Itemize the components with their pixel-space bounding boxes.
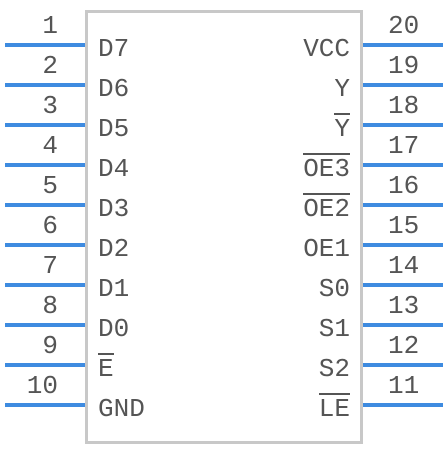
pin-line-12 [363,363,443,367]
pin-label-5: D3 [98,194,130,224]
pin-overbar-16 [303,193,350,195]
pin-label-17: OE3 [303,154,350,184]
pin-line-4 [5,163,85,167]
pin-line-15 [363,243,443,247]
pin-label-16: OE2 [303,194,350,224]
pin-line-19 [363,83,443,87]
pin-overbar-17 [303,153,350,155]
pin-number-6: 6 [42,211,58,241]
pin-line-5 [5,203,85,207]
pin-label-18: Y [334,114,350,144]
pin-number-19: 19 [388,51,420,81]
pin-number-4: 4 [42,131,58,161]
pin-label-13: S1 [318,314,350,344]
pin-label-4: D4 [98,154,130,184]
pin-line-16 [363,203,443,207]
pin-overbar-11 [318,393,350,395]
pin-label-7: D1 [98,274,130,304]
pin-label-9: E [98,354,114,384]
ic-package-body [85,10,363,444]
pin-line-18 [363,123,443,127]
pin-number-5: 5 [42,171,58,201]
pin-number-3: 3 [42,91,58,121]
pin-line-2 [5,83,85,87]
pin-line-14 [363,283,443,287]
pin-number-20: 20 [388,11,420,41]
pin-label-11: LE [318,394,350,424]
pin-label-14: S0 [318,274,350,304]
pin-number-11: 11 [388,371,420,401]
pin-label-2: D6 [98,74,130,104]
pin-line-3 [5,123,85,127]
pin-number-2: 2 [42,51,58,81]
pin-label-19: Y [334,74,350,104]
pin-number-8: 8 [42,291,58,321]
pin-label-10: GND [98,394,145,424]
pin-label-1: D7 [98,34,130,64]
pin-line-13 [363,323,443,327]
pin-overbar-9 [98,353,114,355]
pin-line-11 [363,403,443,407]
pin-line-17 [363,163,443,167]
pin-line-6 [5,243,85,247]
pin-number-1: 1 [42,11,58,41]
pin-label-6: D2 [98,234,130,264]
pin-number-15: 15 [388,211,420,241]
pin-number-13: 13 [388,291,420,321]
pin-number-18: 18 [388,91,420,121]
pin-label-20: VCC [303,34,350,64]
pin-line-8 [5,323,85,327]
pin-line-7 [5,283,85,287]
pin-label-3: D5 [98,114,130,144]
pin-number-7: 7 [42,251,58,281]
pin-line-20 [363,43,443,47]
pin-number-10: 10 [26,371,58,401]
pin-line-10 [5,403,85,407]
pin-label-8: D0 [98,314,130,344]
pin-label-15: OE1 [303,234,350,264]
pin-number-9: 9 [42,331,58,361]
pin-label-12: S2 [318,354,350,384]
pin-number-12: 12 [388,331,420,361]
pin-line-1 [5,43,85,47]
pin-line-9 [5,363,85,367]
pin-number-17: 17 [388,131,420,161]
pin-number-16: 16 [388,171,420,201]
pin-number-14: 14 [388,251,420,281]
pin-overbar-18 [334,113,350,115]
